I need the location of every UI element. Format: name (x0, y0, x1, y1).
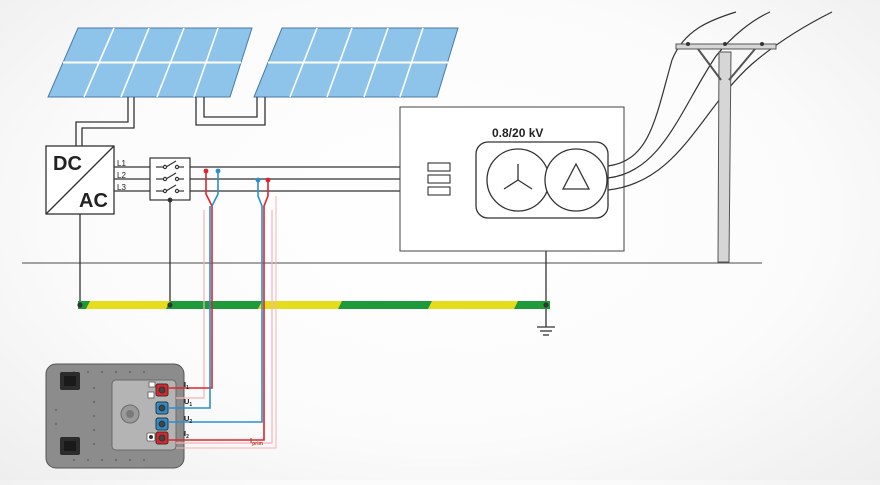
transformer-wye-icon (486, 148, 550, 212)
ground-icon (537, 326, 555, 336)
terminal-u1-label: U1 (184, 397, 192, 408)
inverter-dc-label: DC (53, 153, 82, 175)
fuse-block (427, 162, 451, 196)
phase-label-l1: L1 (117, 159, 126, 168)
probe-leads (168, 171, 269, 441)
clamp-lead-i1 (176, 210, 205, 399)
solar-panel-left-icon (47, 27, 253, 98)
earth-bar (78, 301, 550, 309)
terminal-u2-label: U2 (184, 414, 192, 425)
inverter-ac-label: AC (79, 190, 108, 212)
clamp-lead-i2 (176, 210, 273, 444)
meter-sockets (155, 383, 169, 445)
utility-pole-icon (675, 42, 777, 263)
clamp-lead-prim (176, 196, 277, 449)
mv-cables (607, 11, 833, 191)
terminal-i2-label: I2 (184, 429, 189, 440)
phase-label-l2: L2 (117, 171, 126, 180)
transformer-delta-icon (544, 148, 608, 212)
meter-icon (45, 363, 185, 469)
clamp-prim-label: Iprim (250, 436, 263, 447)
inverter-icon (45, 145, 115, 215)
terminal-i1-label: I1 (184, 380, 189, 391)
switch-icon (149, 157, 191, 201)
probe-tips (203, 168, 271, 183)
transformer-rating: 0.8/20 kV (492, 126, 543, 140)
phase-label-l3: L3 (117, 183, 126, 192)
solar-panel-right-icon (253, 27, 459, 98)
dc-cables (75, 97, 266, 146)
